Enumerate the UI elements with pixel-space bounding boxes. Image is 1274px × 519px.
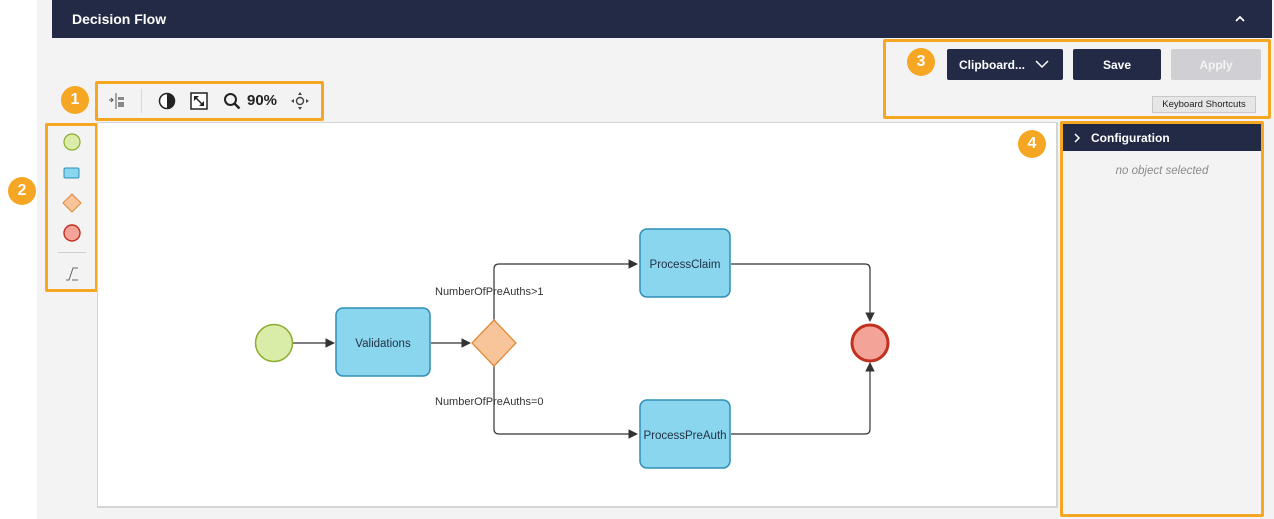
task-processclaim-label: ProcessClaim xyxy=(650,259,721,271)
clipboard-label: Clipboard... xyxy=(959,57,1025,72)
task-processclaim[interactable] xyxy=(639,228,731,298)
fit-screen-icon[interactable] xyxy=(189,91,209,111)
align-icon[interactable] xyxy=(107,91,127,111)
callout-badge-1: 1 xyxy=(61,86,89,114)
canvas-toolbar: 90% xyxy=(97,83,322,119)
task-validations-label: Validations xyxy=(355,338,411,350)
callout-1-frame xyxy=(95,81,324,121)
callout-2-frame xyxy=(45,123,98,292)
task-processpreauth[interactable] xyxy=(639,399,731,469)
edge-label-preauths-gt-1: NumberOfPreAuths>1 xyxy=(435,286,544,298)
pan-icon[interactable] xyxy=(289,91,311,111)
end-event-node[interactable] xyxy=(850,323,890,363)
task-processpreauth-label: ProcessPreAuth xyxy=(643,430,726,442)
diagram-canvas[interactable]: NumberOfPreAuths>1 NumberOfPreAuths=0 Va… xyxy=(97,122,1058,508)
page-title: Decision Flow xyxy=(72,11,167,27)
edge-label-preauths-eq-0: NumberOfPreAuths=0 xyxy=(435,396,544,408)
edge-processclaim-end[interactable] xyxy=(731,263,875,322)
callout-badge-2: 2 xyxy=(8,177,36,205)
apply-button[interactable]: Apply xyxy=(1171,49,1261,80)
save-button[interactable]: Save xyxy=(1073,49,1161,80)
zoom-icon[interactable] xyxy=(222,91,242,111)
callout-3-frame xyxy=(883,39,1271,119)
keyboard-shortcuts-button[interactable]: Keyboard Shortcuts xyxy=(1152,96,1256,113)
configuration-panel: Configuration no object selected xyxy=(1063,124,1261,514)
clipboard-dropdown[interactable]: Clipboard... xyxy=(947,49,1063,80)
no-selection-message: no object selected xyxy=(1115,165,1209,177)
edge-gateway-processclaim[interactable] xyxy=(493,259,638,320)
start-event-node[interactable] xyxy=(254,323,294,363)
configuration-title: Configuration xyxy=(1091,131,1170,145)
chevron-up-icon[interactable] xyxy=(1232,11,1248,27)
contrast-icon[interactable] xyxy=(157,91,177,111)
task-validations[interactable] xyxy=(335,307,431,377)
end-event-icon[interactable] xyxy=(60,221,84,245)
chevron-down-icon xyxy=(1035,58,1049,73)
left-margin xyxy=(0,0,37,519)
start-event-icon[interactable] xyxy=(60,130,84,154)
connector-icon[interactable] xyxy=(60,262,84,286)
flow-diagram: NumberOfPreAuths>1 NumberOfPreAuths=0 Va… xyxy=(254,228,890,469)
chevron-right-icon xyxy=(1072,132,1082,147)
palette-divider xyxy=(58,252,86,253)
callout-badge-3: 3 xyxy=(907,48,935,76)
gateway-icon[interactable] xyxy=(60,191,84,215)
decision-flow-header: Decision Flow xyxy=(52,0,1272,38)
action-bar: Clipboard... Save Apply Keyboard Shortcu… xyxy=(885,40,1272,118)
toolbar-divider xyxy=(141,89,142,113)
shape-palette xyxy=(48,126,96,290)
callout-4-frame xyxy=(1060,121,1264,517)
task-icon[interactable] xyxy=(60,161,84,185)
edge-gateway-processpreauth[interactable] xyxy=(493,366,638,439)
callout-badge-4: 4 xyxy=(1018,130,1046,158)
zoom-level: 90% xyxy=(247,92,278,109)
configuration-header[interactable]: Configuration xyxy=(1063,124,1261,151)
gateway-node[interactable] xyxy=(471,319,517,367)
edge-processpreauth-end[interactable] xyxy=(731,362,875,435)
